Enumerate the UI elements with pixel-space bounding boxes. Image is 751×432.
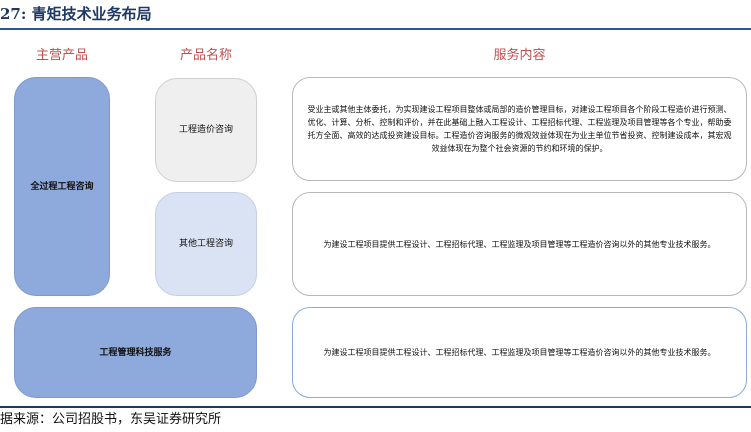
product-name-other-consulting: 其他工程咨询 xyxy=(155,192,257,296)
bottom-rule xyxy=(0,406,751,408)
source-note: 据来源：公司招股书，东吴证券研究所 xyxy=(0,412,222,427)
top-rule xyxy=(0,28,751,30)
service-content-management-tech: 为建设工程项目提供工程设计、工程招标代理、工程监理及项目管理等工程造价咨询以外的… xyxy=(292,307,747,398)
header-product-name: 产品名称 xyxy=(179,48,232,63)
service-content-cost-consulting: 受业主或其他主体委托，为实现建设工程项目整体或局部的造价管理目标，对建设工程项目… xyxy=(292,77,747,181)
product-name-label: 其他工程咨询 xyxy=(178,239,233,249)
service-text: 为建设工程项目提供工程设计、工程招标代理、工程监理及项目管理等工程造价咨询以外的… xyxy=(323,239,716,249)
main-product-label: 工程管理科技服务 xyxy=(99,347,172,358)
main-product-full-process-consulting: 全过程工程咨询 xyxy=(14,77,110,296)
figure-title: 27: 青矩技术业务布局 xyxy=(0,5,152,23)
product-name-cost-consulting: 工程造价咨询 xyxy=(155,78,257,182)
header-service-content: 服务内容 xyxy=(493,48,546,63)
main-product-label: 全过程工程咨询 xyxy=(30,181,94,192)
product-name-label: 工程造价咨询 xyxy=(178,125,233,135)
service-text: 受业主或其他主体委托，为实现建设工程项目整体或局部的造价管理目标，对建设工程项目… xyxy=(307,105,732,153)
service-content-other-consulting: 为建设工程项目提供工程设计、工程招标代理、工程监理及项目管理等工程造价咨询以外的… xyxy=(292,192,747,296)
main-product-engineering-management-tech: 工程管理科技服务 xyxy=(14,307,257,398)
header-main-product: 主营产品 xyxy=(35,48,88,63)
service-text: 为建设工程项目提供工程设计、工程招标代理、工程监理及项目管理等工程造价咨询以外的… xyxy=(323,348,716,357)
